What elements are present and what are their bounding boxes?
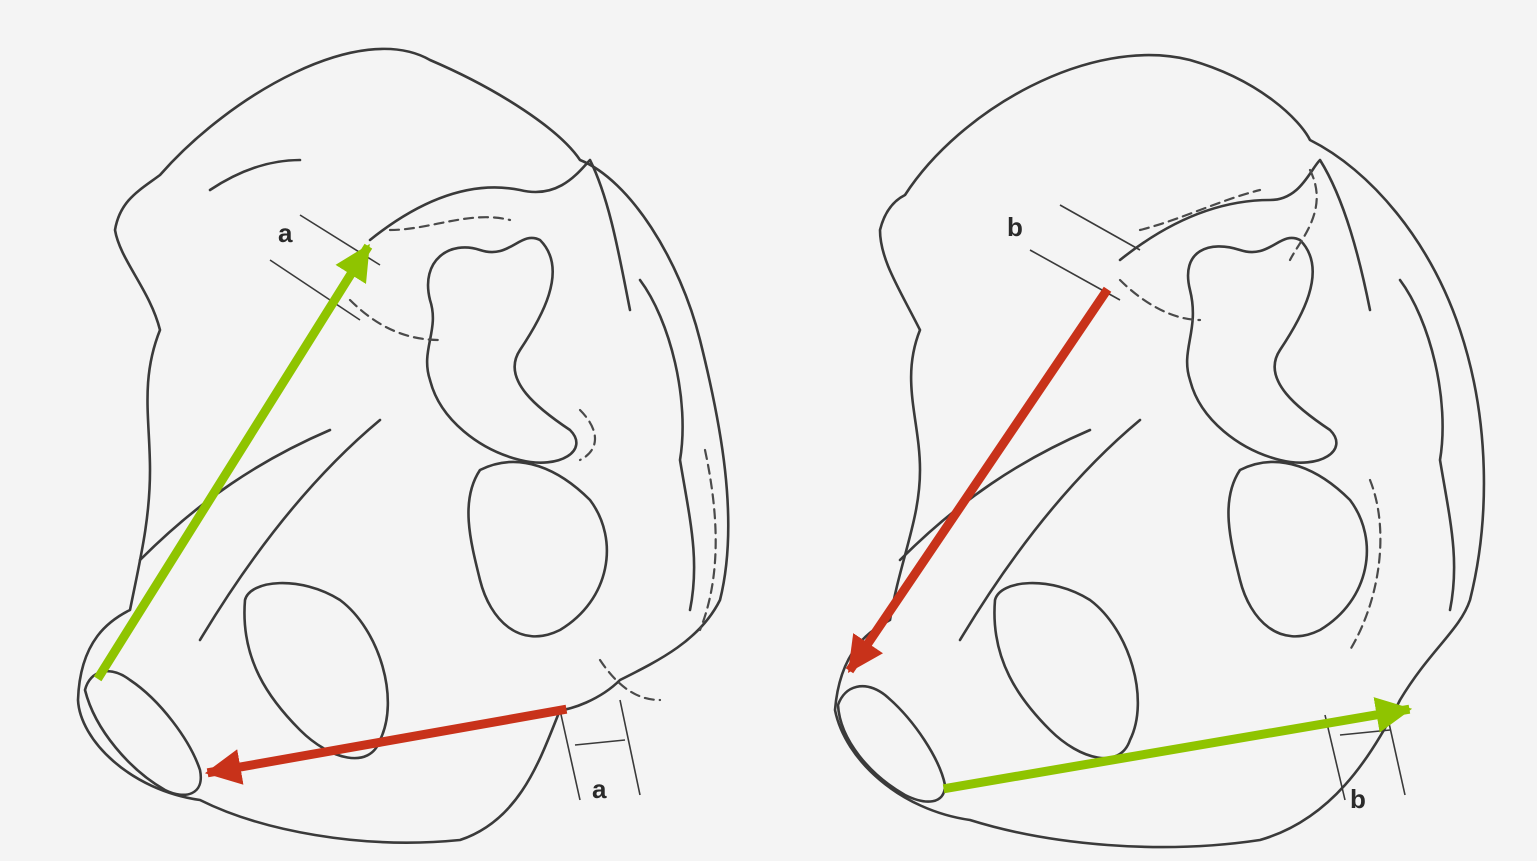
left-measure-label-top: a <box>278 218 293 248</box>
left-green-arrow <box>100 250 366 675</box>
right-green-arrow <box>948 710 1405 788</box>
right-measure-label-top: b <box>1007 212 1023 242</box>
right-pelvis-drawing: b b <box>835 55 1484 847</box>
right-measure-label-bottom: b <box>1350 784 1366 814</box>
left-measure-label-bottom: a <box>592 774 607 804</box>
left-pelvis-drawing: a a <box>78 49 728 843</box>
